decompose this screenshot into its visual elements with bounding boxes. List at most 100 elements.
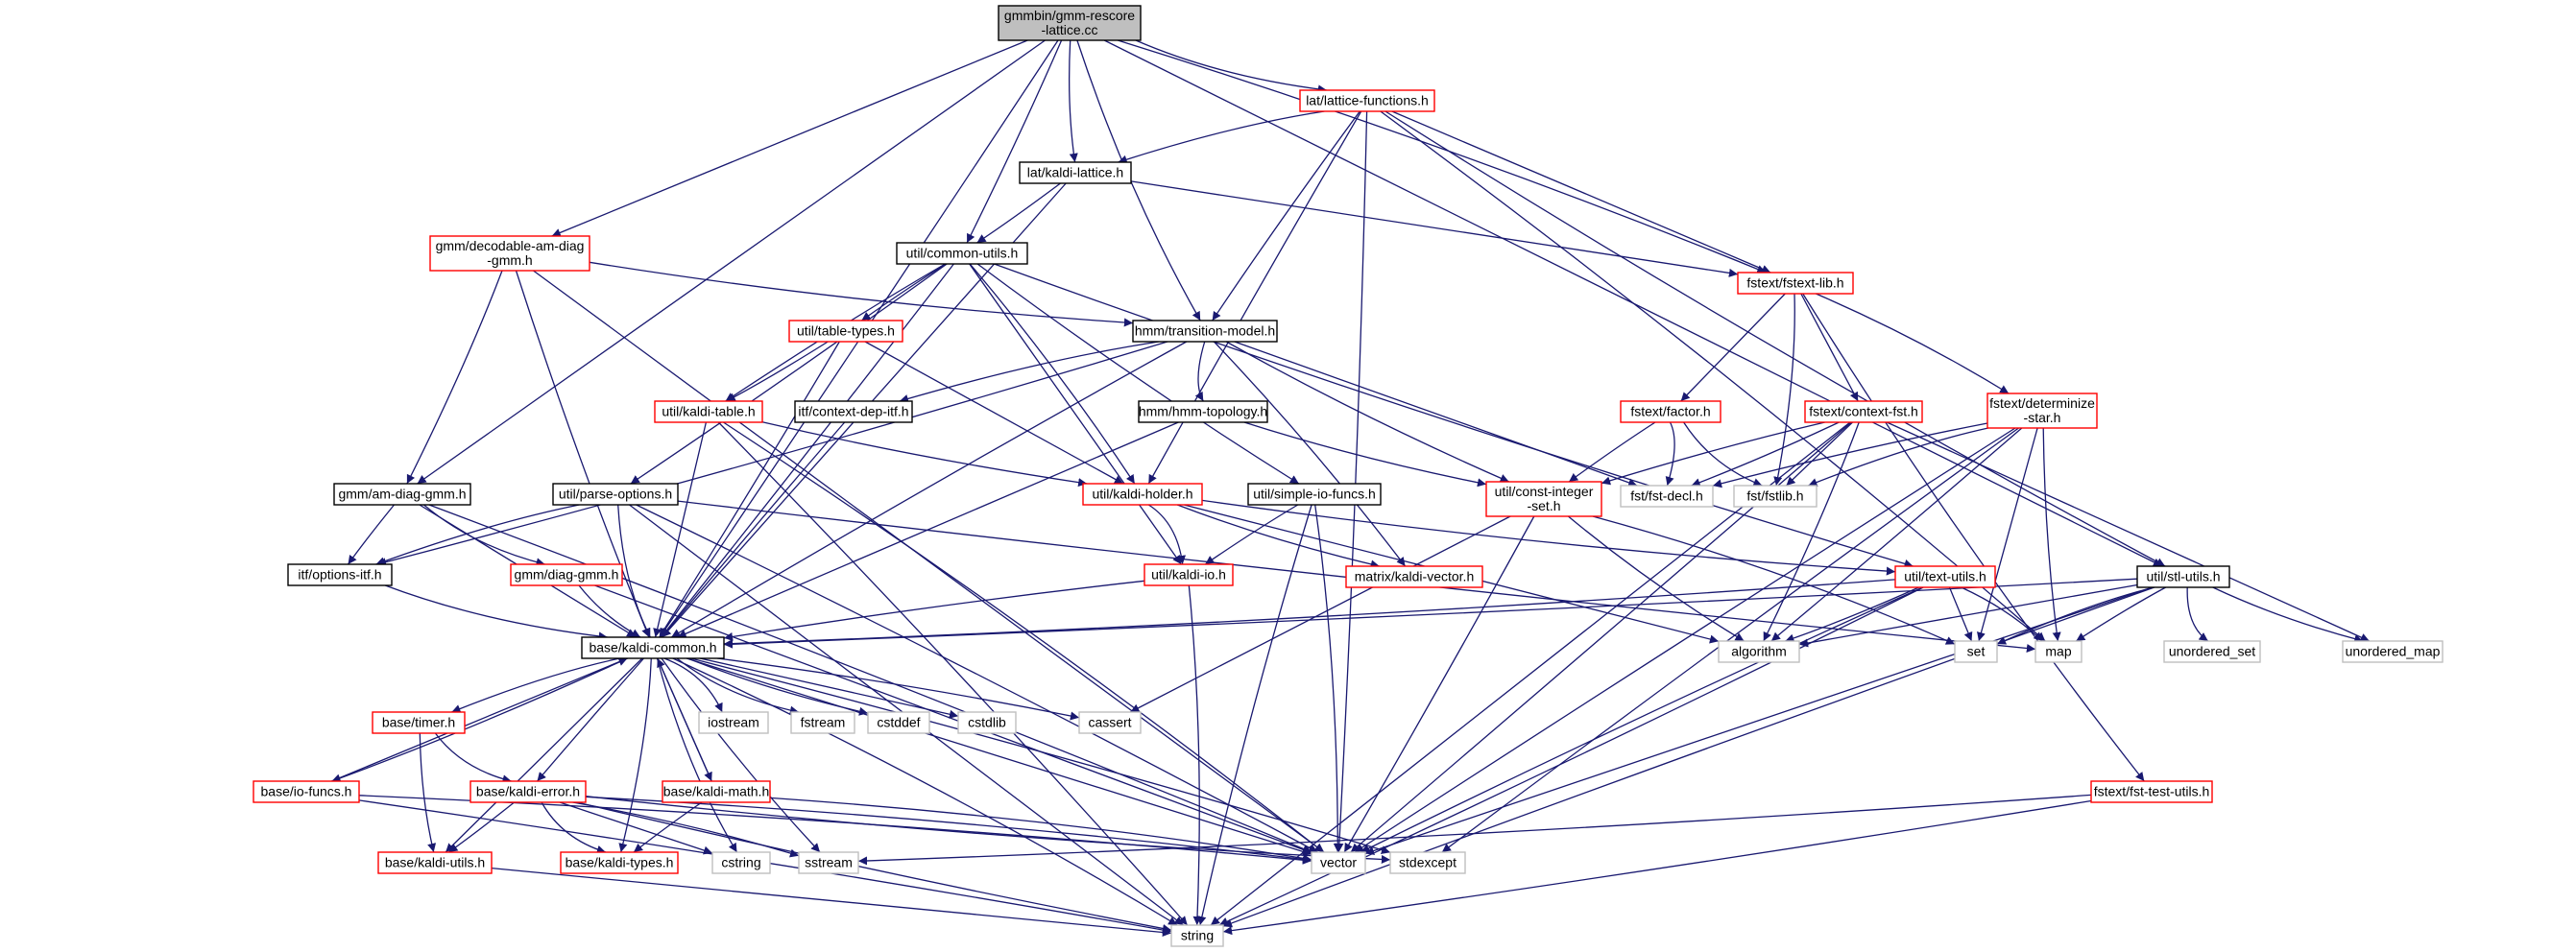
node-io-funcs[interactable]: base/io-funcs.h bbox=[253, 780, 360, 803]
node-kaldi-table[interactable]: util/kaldi-table.h bbox=[654, 400, 763, 423]
node-fst-decl[interactable]: fst/fst-decl.h bbox=[1620, 485, 1714, 508]
node-options-itf[interactable]: itf/options-itf.h bbox=[287, 563, 393, 586]
edge-am-diag-gmm-to-options-itf bbox=[347, 504, 396, 565]
node-label: fstext/context-fst.h bbox=[1809, 404, 1918, 419]
node-label: base/kaldi-error.h bbox=[476, 784, 580, 799]
node-root[interactable]: gmmbin/gmm-rescore-lattice.cc bbox=[998, 5, 1142, 41]
node-label: fstext/determinize bbox=[1989, 395, 2095, 411]
node-box bbox=[654, 400, 763, 423]
node-cassert[interactable]: cassert bbox=[1078, 711, 1142, 734]
node-label: set bbox=[1967, 644, 1986, 659]
node-factor[interactable]: fstext/factor.h bbox=[1620, 400, 1721, 423]
node-determinize-star[interactable]: fstext/determinize-star.h bbox=[1986, 393, 2098, 429]
node-kaldi-types[interactable]: base/kaldi-types.h bbox=[560, 851, 679, 874]
node-decodable-am[interactable]: gmm/decodable-am-diag-gmm.h bbox=[429, 235, 590, 272]
node-label: cstddef bbox=[877, 715, 920, 730]
edge-transition-model-to-context-dep-itf bbox=[899, 341, 1160, 403]
node-kaldi-error[interactable]: base/kaldi-error.h bbox=[469, 780, 587, 803]
edge-kaldi-common-to-sstream bbox=[661, 657, 821, 853]
node-label: -gmm.h bbox=[487, 252, 532, 268]
edge-text-utils-to-string bbox=[1218, 586, 1924, 926]
node-kaldi-holder[interactable]: util/kaldi-holder.h bbox=[1082, 483, 1203, 506]
node-unordered-map[interactable]: unordered_map bbox=[2342, 640, 2444, 663]
node-am-diag-gmm[interactable]: gmm/am-diag-gmm.h bbox=[333, 483, 471, 506]
node-stl-utils[interactable]: util/stl-utils.h bbox=[2136, 565, 2230, 588]
node-cstdlib[interactable]: cstdlib bbox=[957, 711, 1017, 734]
edge-context-fst-to-fstlib bbox=[1786, 421, 1853, 487]
edge-fstext-lib-to-fstlib bbox=[1773, 293, 1795, 487]
node-box bbox=[377, 851, 493, 874]
node-kaldi-math[interactable]: base/kaldi-math.h bbox=[662, 780, 771, 803]
node-common-utils[interactable]: util/common-utils.h bbox=[896, 242, 1028, 265]
node-vector[interactable]: vector bbox=[1311, 851, 1366, 874]
edge-kaldi-common-to-kaldi-error bbox=[537, 657, 644, 782]
node-box bbox=[1138, 400, 1268, 423]
node-label: vector bbox=[1320, 855, 1357, 870]
node-const-integer-set[interactable]: util/const-integer-set.h bbox=[1485, 481, 1602, 517]
node-stdexcept[interactable]: stdexcept bbox=[1389, 851, 1466, 874]
node-sstream[interactable]: sstream bbox=[798, 851, 859, 874]
node-kaldi-utils[interactable]: base/kaldi-utils.h bbox=[377, 851, 493, 874]
node-simple-io-funcs[interactable]: util/simple-io-funcs.h bbox=[1247, 483, 1382, 506]
edge-io-funcs-to-kaldi-common bbox=[331, 657, 628, 782]
node-iostream[interactable]: iostream bbox=[698, 711, 769, 734]
node-string[interactable]: string bbox=[1170, 924, 1224, 947]
node-hmm-topology[interactable]: hmm/hmm-topology.h bbox=[1138, 400, 1268, 423]
edge-kaldi-error-to-sstream bbox=[572, 801, 800, 858]
node-map[interactable]: map bbox=[2034, 640, 2082, 663]
node-label: -set.h bbox=[1527, 498, 1560, 513]
node-label: util/const-integer bbox=[1495, 484, 1594, 499]
edge-kaldi-common-to-fstream bbox=[676, 657, 800, 715]
node-kaldi-io[interactable]: util/kaldi-io.h bbox=[1144, 563, 1234, 586]
edge-lattice-functions-to-transition-model bbox=[1212, 110, 1360, 321]
node-label: iostream bbox=[708, 715, 759, 730]
node-transition-model[interactable]: hmm/transition-model.h bbox=[1132, 320, 1278, 343]
edge-kaldi-holder-to-kaldi-vector bbox=[1176, 504, 1380, 569]
node-unordered-set[interactable]: unordered_set bbox=[2163, 640, 2261, 663]
node-box bbox=[788, 320, 903, 343]
edge-kaldi-common-to-cstdlib bbox=[699, 657, 959, 719]
node-diag-gmm[interactable]: gmm/diag-gmm.h bbox=[510, 563, 623, 586]
node-box bbox=[1144, 563, 1234, 586]
edge-transition-model-to-const-integer-set bbox=[1225, 341, 1509, 483]
edge-root-to-transition-model bbox=[1076, 39, 1201, 321]
edge-kaldi-common-to-cassert bbox=[717, 657, 1080, 721]
node-fstlib[interactable]: fst/fstlib.h bbox=[1733, 485, 1818, 508]
edge-transition-model-to-fst-decl bbox=[1234, 341, 1638, 488]
node-kaldi-common[interactable]: base/kaldi-common.h bbox=[581, 636, 725, 659]
edge-kaldi-common-to-cstring bbox=[656, 657, 738, 853]
edge-table-types-to-kaldi-table bbox=[726, 341, 829, 402]
node-box bbox=[2136, 565, 2230, 588]
node-parse-options[interactable]: util/parse-options.h bbox=[552, 483, 679, 506]
node-context-fst[interactable]: fstext/context-fst.h bbox=[1804, 400, 1923, 423]
node-lattice-functions[interactable]: lat/lattice-functions.h bbox=[1299, 89, 1435, 112]
node-fst-test-utils[interactable]: fstext/fst-test-utils.h bbox=[2090, 780, 2213, 803]
node-timer[interactable]: base/timer.h bbox=[372, 711, 466, 734]
node-text-utils[interactable]: util/text-utils.h bbox=[1894, 565, 1996, 588]
edge-timer-to-kaldi-utils bbox=[419, 732, 437, 853]
node-box bbox=[896, 242, 1028, 265]
edge-parse-options-to-kaldi-common bbox=[617, 504, 651, 638]
node-fstream[interactable]: fstream bbox=[790, 711, 855, 734]
node-table-types[interactable]: util/table-types.h bbox=[788, 320, 903, 343]
edge-kaldi-common-to-vector bbox=[686, 657, 1312, 856]
edge-context-dep-itf-to-kaldi-common bbox=[661, 421, 846, 638]
node-set[interactable]: set bbox=[1954, 640, 1998, 663]
edge-factor-to-fstlib bbox=[1683, 421, 1763, 487]
edge-kaldi-error-to-kaldi-utils bbox=[448, 801, 516, 853]
edge-stl-utils-to-string bbox=[1222, 586, 2155, 928]
node-algorithm[interactable]: algorithm bbox=[1718, 640, 1800, 663]
edge-transition-model-to-kaldi-vector bbox=[1213, 341, 1407, 567]
node-kaldi-vector[interactable]: matrix/kaldi-vector.h bbox=[1345, 565, 1483, 588]
node-cstddef[interactable]: cstddef bbox=[867, 711, 930, 734]
node-kaldi-lattice[interactable]: lat/kaldi-lattice.h bbox=[1019, 161, 1132, 184]
edge-io-funcs-to-vector bbox=[358, 795, 1312, 865]
edge-parse-options-to-vector bbox=[636, 504, 1318, 853]
node-cstring[interactable]: cstring bbox=[711, 851, 771, 874]
edge-fstext-lib-to-context-fst bbox=[1800, 293, 1859, 402]
node-fstext-lib[interactable]: fstext/fstext-lib.h bbox=[1737, 272, 1854, 295]
edge-fstext-lib-to-determinize-star bbox=[1816, 293, 2010, 394]
edge-determinize-star-to-fstlib bbox=[1808, 427, 1988, 487]
node-context-dep-itf[interactable]: itf/context-dep-itf.h bbox=[794, 400, 913, 423]
edge-parse-options-to-options-itf bbox=[375, 504, 580, 566]
